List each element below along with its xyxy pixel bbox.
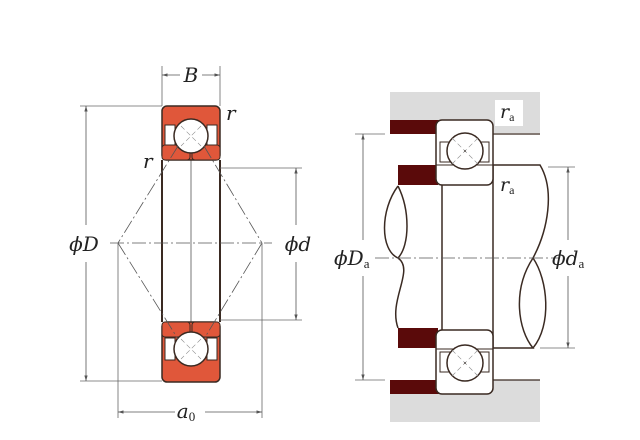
ball-bottom: [173, 331, 209, 367]
shaft-fillet-subscript: a: [509, 183, 515, 197]
label-housing-fillet: ra: [500, 101, 515, 124]
break-line-shaft-lens: [532, 257, 547, 349]
contact-angle-line: [117, 145, 179, 244]
label-width-b: B: [183, 63, 199, 87]
bearing-section-view: B: [69, 63, 311, 424]
outer-diameter-letter: D: [82, 232, 99, 256]
shaft-fillet-letter: r: [500, 174, 511, 196]
housing-fillet-subscript: a: [509, 110, 515, 124]
label-chamfer-inner: r: [143, 149, 154, 173]
load-center-subscript: 0: [189, 409, 196, 424]
housing-shoulder-letter: D: [347, 246, 364, 270]
shaft-shoulder-bottom: [398, 328, 438, 348]
housing-shoulder-subscript: a: [364, 256, 370, 271]
housing-shoulder-bottom: [390, 380, 440, 394]
mounted-bearing-bottom: [435, 329, 494, 395]
phi-symbol: ϕ: [69, 232, 83, 256]
contact-line: [180, 338, 202, 360]
contact-line: [180, 338, 202, 360]
shaft-shoulder-letter: d: [566, 246, 579, 270]
break-line-housing-lens: [397, 185, 408, 259]
break-line-housing: [383, 185, 405, 329]
phi-symbol: ϕ: [552, 246, 566, 270]
contact-angle-line: [203, 242, 263, 340]
ball-top: [173, 118, 209, 154]
mounting-view: ϕDa ϕda ra ra: [334, 92, 584, 422]
label-housing-shoulder-diameter: ϕDa: [334, 246, 370, 271]
phi-symbol: ϕ: [334, 246, 348, 270]
label-outer-diameter: ϕD: [69, 232, 99, 256]
label-chamfer-outer: r: [226, 101, 237, 125]
phi-symbol: ϕ: [285, 232, 299, 256]
contact-angle-lines: [117, 145, 263, 340]
contact-line: [180, 125, 202, 147]
housing-fillet-letter: r: [500, 101, 511, 123]
contact-angle-line: [203, 145, 263, 244]
housing-shoulder-top: [390, 120, 440, 134]
bearing-top-section: [161, 105, 221, 161]
label-background-top: [495, 100, 523, 126]
label-shaft-shoulder-diameter: ϕda: [552, 246, 584, 271]
contact-line: [180, 125, 202, 147]
bore-letter: d: [298, 232, 311, 256]
bearing-bottom-section: [161, 321, 221, 383]
shaft-shoulder-top: [398, 165, 438, 185]
label-shaft-fillet: ra: [500, 174, 515, 197]
shaft-shoulder-subscript: a: [578, 256, 584, 271]
label-load-center: a0: [177, 399, 195, 424]
contact-line: [451, 137, 479, 165]
contact-angle-line: [117, 242, 179, 340]
contact-line: [451, 349, 479, 377]
label-bore-diameter: ϕd: [285, 232, 311, 256]
mounted-bearing-top: [435, 119, 494, 186]
load-center-letter: a: [177, 399, 189, 423]
